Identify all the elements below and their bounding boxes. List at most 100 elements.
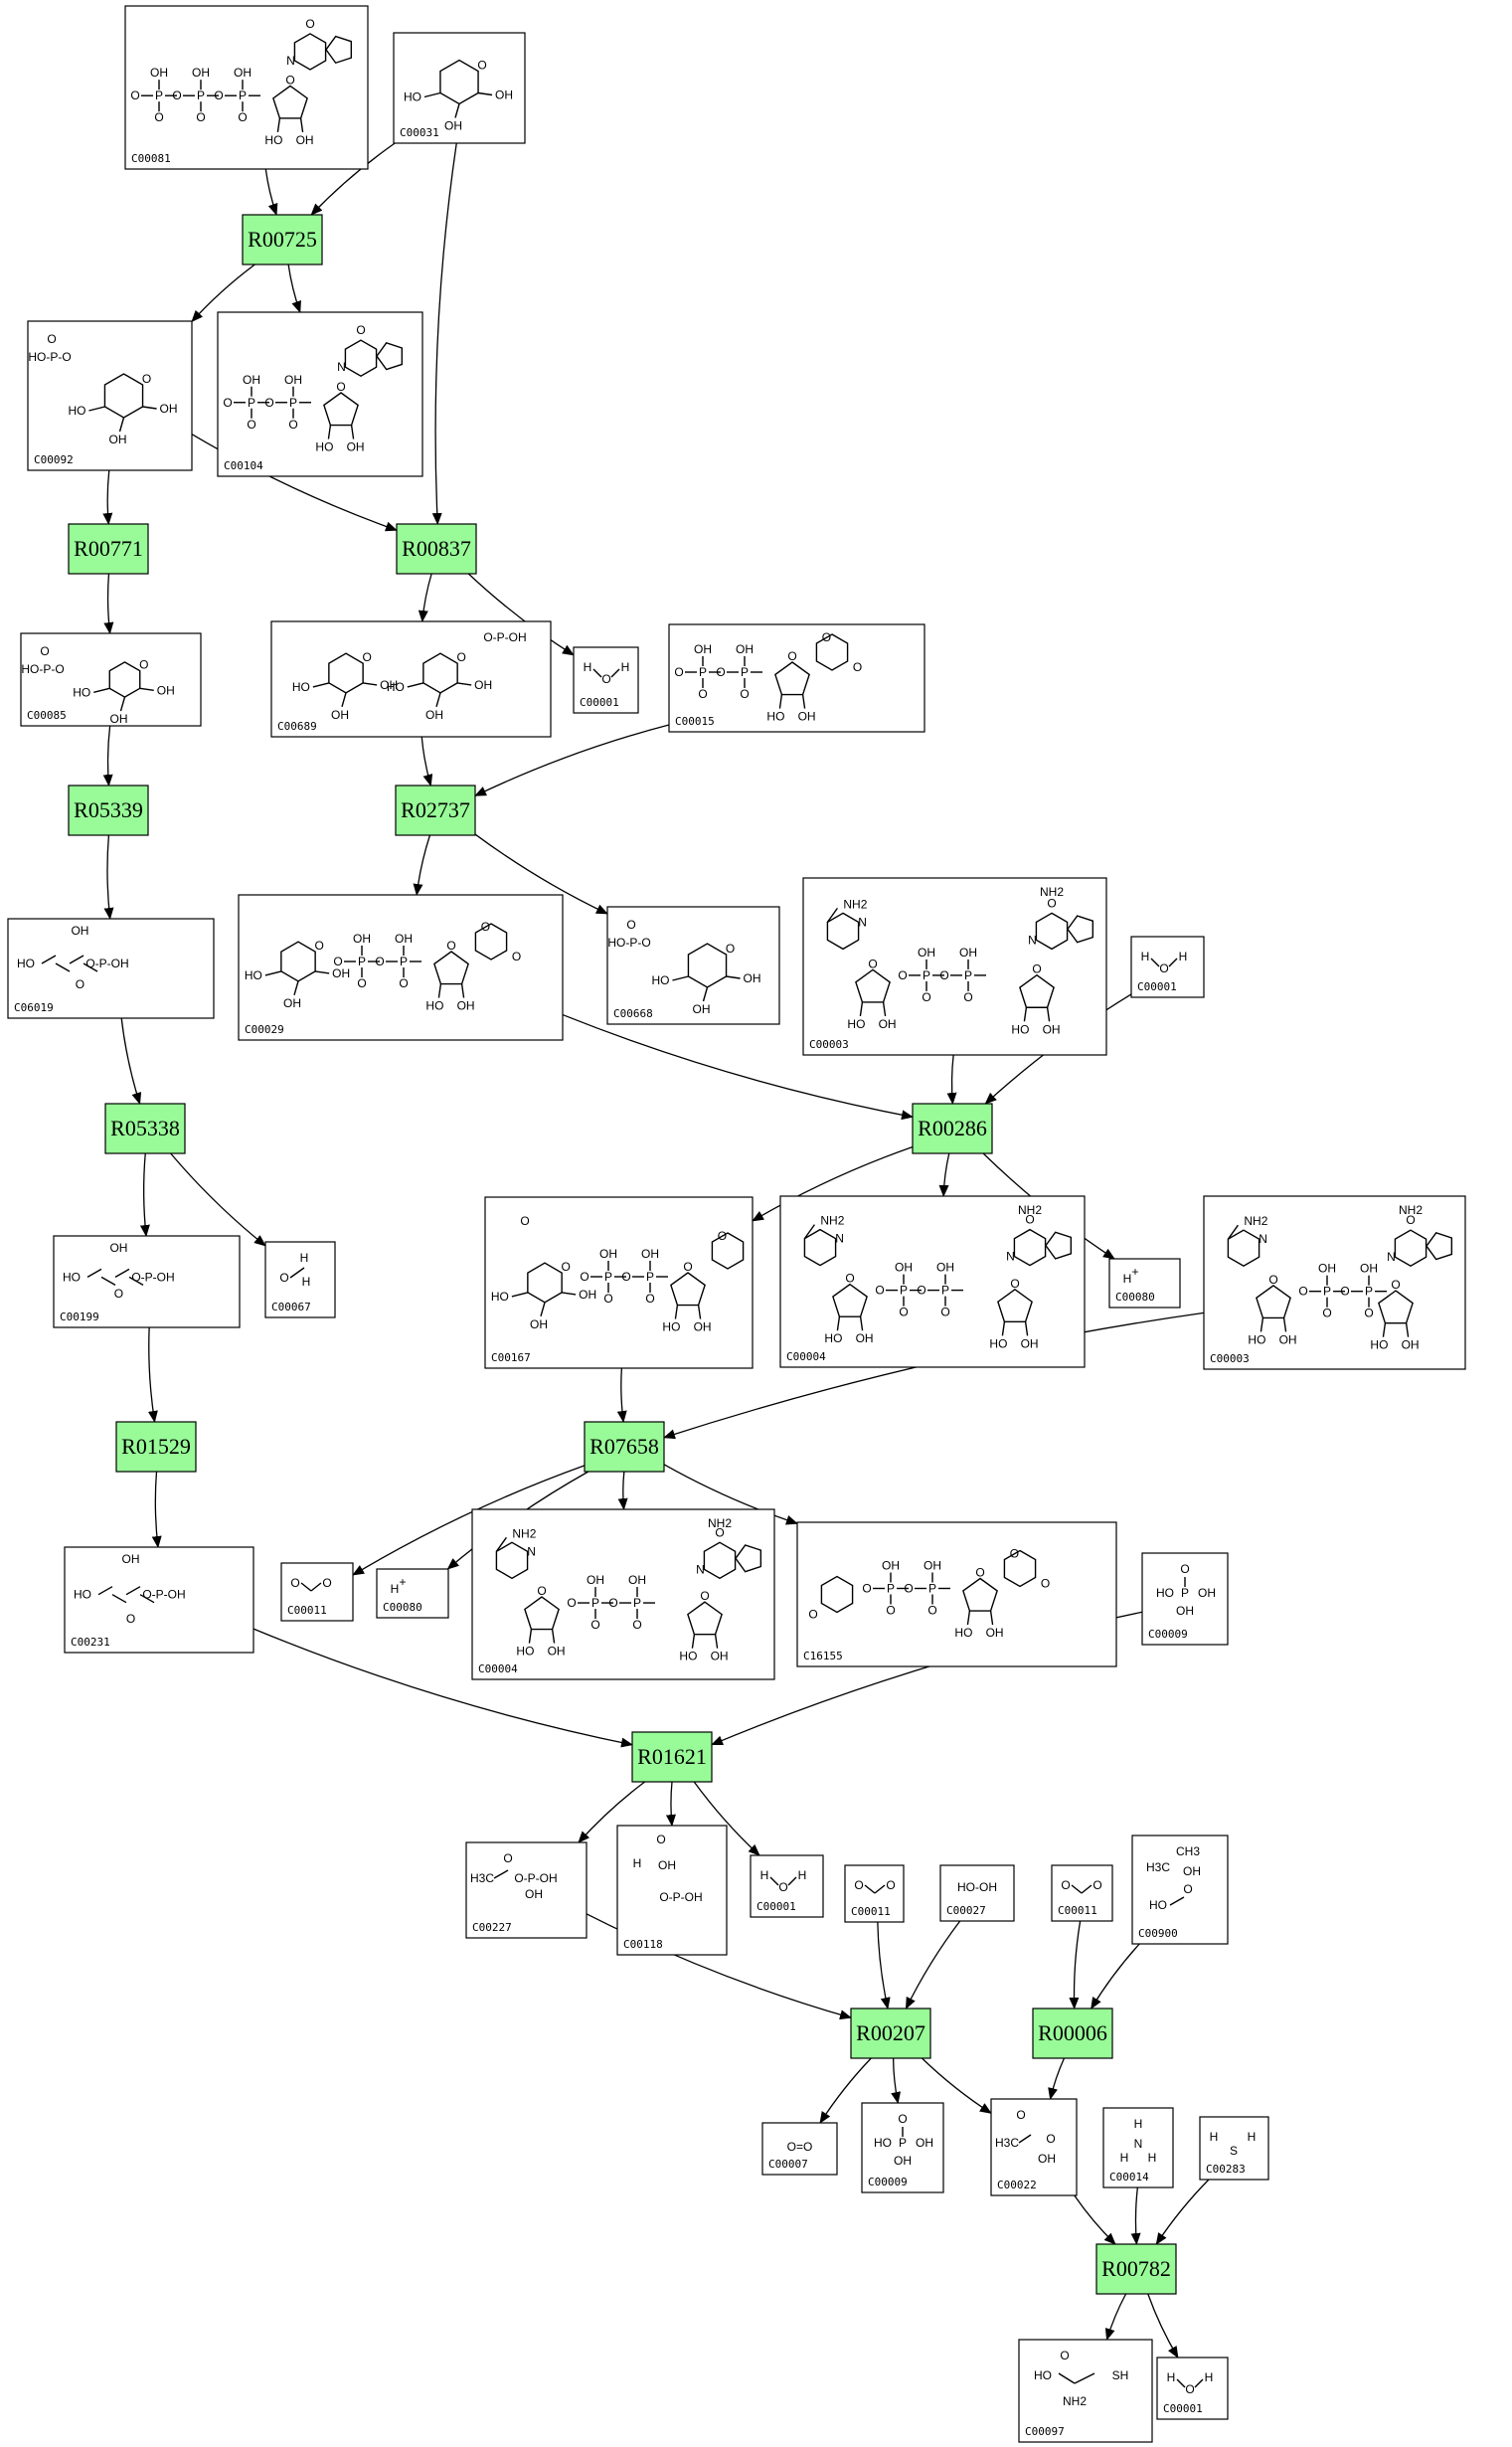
atom-label: OH — [109, 1241, 127, 1255]
atom-label: O — [898, 968, 907, 982]
atom-label: OH — [882, 1559, 900, 1573]
bond — [139, 687, 154, 691]
atom-label: OH — [495, 88, 513, 102]
atom-label: OH — [1318, 1262, 1336, 1276]
compound-node[interactable]: H+C00080 — [376, 1568, 449, 1619]
reaction-edge — [1155, 2179, 1210, 2245]
bond — [300, 1582, 312, 1592]
ring-bond — [735, 1544, 762, 1573]
compound-id: C00011 — [287, 1604, 327, 1617]
atom-label: O — [290, 1576, 299, 1590]
reaction-node[interactable]: R05338 — [104, 1103, 186, 1154]
reaction-node[interactable]: R00771 — [68, 523, 149, 575]
reaction-node[interactable]: R00207 — [850, 2008, 931, 2059]
reaction-id: R00771 — [74, 536, 143, 561]
compound-id: C00029 — [245, 1023, 284, 1036]
reaction-node[interactable]: R02737 — [395, 785, 476, 836]
compound-box — [64, 1546, 254, 1654]
atom-label: N — [286, 54, 295, 68]
atom-label: CH3 — [1176, 1844, 1200, 1858]
reaction-edge — [891, 2057, 902, 2104]
atom-label: O — [645, 1292, 654, 1306]
compound-id: C00014 — [1109, 2171, 1149, 2184]
compound-node[interactable]: H+C00080 — [1108, 1258, 1181, 1309]
atom-label: N — [858, 915, 867, 929]
reaction-edge — [120, 1017, 142, 1105]
reaction-node[interactable]: R00725 — [242, 214, 323, 265]
atom-label: H3C — [470, 1871, 494, 1885]
atom-label: O — [1061, 1878, 1070, 1892]
reaction-node[interactable]: R01529 — [115, 1421, 197, 1473]
bond — [55, 962, 71, 972]
bond — [88, 406, 105, 412]
bond — [139, 1594, 155, 1604]
atom-label: O — [875, 1284, 884, 1298]
compound-box — [1203, 1195, 1466, 1370]
reaction-node[interactable]: R00006 — [1032, 2008, 1113, 2059]
reaction-node[interactable]: R05339 — [68, 785, 149, 836]
reaction-node[interactable]: R00837 — [396, 523, 477, 575]
bond — [528, 1629, 533, 1644]
atom-label: O — [940, 1306, 949, 1319]
atom-label: O — [456, 650, 465, 664]
atom-label: OH — [157, 683, 175, 697]
atom-label: OH — [243, 373, 260, 387]
atom-label: OH — [1402, 1338, 1420, 1352]
compound-box — [1199, 2116, 1269, 2181]
atom-label: O — [626, 918, 635, 932]
ring-bond — [325, 35, 353, 65]
atom-label: O — [1032, 962, 1041, 976]
atom-label: OH — [332, 966, 350, 980]
atom-label: OH — [150, 66, 168, 80]
ring-bond — [670, 1272, 706, 1307]
reaction-node[interactable]: R07658 — [584, 1421, 665, 1473]
atom-label: O — [139, 658, 148, 672]
atom-label: O — [1046, 2132, 1055, 2146]
reaction-node[interactable]: R00782 — [1095, 2243, 1177, 2295]
atom-label: O — [285, 73, 294, 87]
reaction-node[interactable]: R00286 — [912, 1103, 993, 1154]
atom-label: H — [584, 660, 592, 674]
reaction-node[interactable]: R01621 — [631, 1731, 713, 1783]
